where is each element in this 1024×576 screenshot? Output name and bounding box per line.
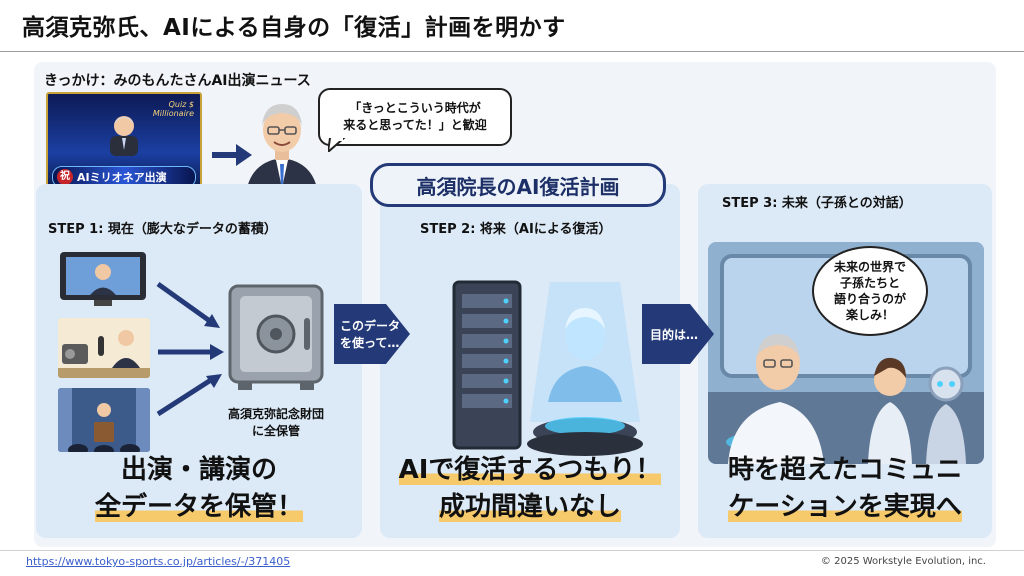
quiz-banner-text: AIミリオネア出演 xyxy=(77,171,167,184)
copyright-text: © 2025 Workstyle Evolution, inc. xyxy=(820,556,986,567)
tv-appearance-icon xyxy=(60,252,146,306)
flow-arrow-1-icon xyxy=(334,304,410,364)
radio-appearance-icon xyxy=(58,318,150,378)
speech-tail-icon xyxy=(328,138,346,152)
arrow-right-icon xyxy=(212,144,252,166)
future-scene: 未来の世界で 子孫たちと 語り合うのが 楽しみ！ xyxy=(708,242,984,464)
flow-arrow-2-icon xyxy=(642,304,714,364)
step2-heading: STEP 2: 将来（AIによる復活） xyxy=(420,222,612,237)
doctor-portrait-icon xyxy=(246,104,318,194)
flow-arrow-2-label: 目的は… xyxy=(650,328,699,342)
safe-label: 高須克弥記念財団 に全保管 xyxy=(227,407,324,438)
trigger-label: きっかけ：みのもんたさんAI出演ニュース xyxy=(44,73,311,89)
plan-title-badge: 高須院長のAI復活計画 xyxy=(370,163,666,207)
footer-divider xyxy=(0,550,1024,551)
lecture-appearance-icon xyxy=(58,388,150,452)
celebration-mark: 祝 xyxy=(57,169,73,185)
step1-panel: STEP 1: 現在（膨大なデータの蓄積） xyxy=(36,184,362,538)
step3-caption: 時を超えたコミュニ ケーションを実現へ xyxy=(727,455,962,522)
title-divider xyxy=(0,51,1024,52)
source-link[interactable]: https://www.tokyo-sports.co.jp/articles/… xyxy=(26,555,291,568)
step1-caption: 出演・講演の 全データを保管！ xyxy=(94,455,303,522)
flow-arrow-1-label: このデータ を使って… xyxy=(340,319,401,350)
step2-panel: STEP 2: 将来（AIによる復活） AIで復活するつも xyxy=(380,184,680,538)
hologram-doctor-icon xyxy=(527,282,643,456)
step3-heading: STEP 3: 未来（子孫との対話） xyxy=(722,196,912,211)
quiz-logo: Quiz $ Millionaire xyxy=(152,100,194,118)
step1-heading: STEP 1: 現在（膨大なデータの蓄積） xyxy=(48,222,277,237)
archive-safe-icon xyxy=(228,284,324,390)
future-speech-bubble: 未来の世界で 子孫たちと 語り合うのが 楽しみ！ xyxy=(812,246,928,336)
future-room-icon xyxy=(708,242,984,464)
step3-panel: STEP 3: 未来（子孫との対話） xyxy=(698,184,992,538)
slide-title: 高須克弥氏、AIによる自身の「復活」計画を明かす xyxy=(22,15,566,41)
welcome-speech-bubble: 「きっとこういう時代が 来ると思ってた！」と歓迎 xyxy=(318,88,512,146)
host-portrait-icon xyxy=(110,116,138,156)
data-flow-arrows-icon xyxy=(156,281,224,417)
quiz-show-thumbnail: Quiz $ Millionaire 祝 AIミリオネア出演 xyxy=(46,92,202,194)
server-rack-icon xyxy=(452,280,522,450)
infographic-canvas: きっかけ：みのもんたさんAI出演ニュース Quiz $ Millionaire … xyxy=(34,62,996,547)
step2-caption: AIで復活するつもり！ 成功間違いなし xyxy=(398,455,662,522)
